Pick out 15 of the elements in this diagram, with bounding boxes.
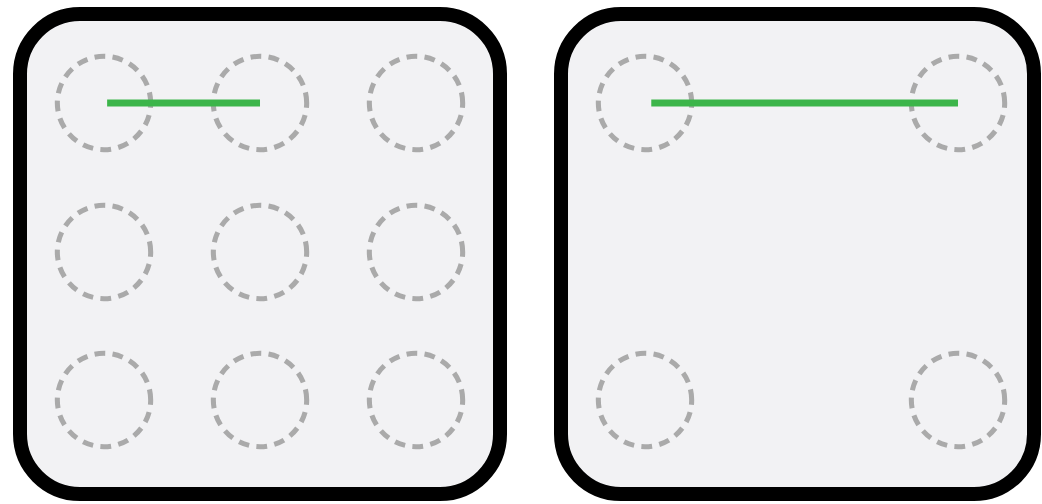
panel: [13, 7, 507, 501]
panel: [554, 7, 1041, 501]
dashed-circle: [210, 202, 310, 302]
dashed-circle: [54, 202, 154, 302]
dashed-circle: [908, 53, 1008, 153]
dashed-circle: [54, 53, 154, 153]
dashed-circle: [54, 350, 154, 450]
dashed-circle: [210, 350, 310, 450]
dashed-circle: [210, 53, 310, 153]
dashed-circle: [908, 350, 1008, 450]
dashed-circle: [595, 350, 695, 450]
dashed-circle: [366, 53, 466, 153]
dashed-circle: [595, 53, 695, 153]
dashed-circle: [366, 350, 466, 450]
dashed-circle: [366, 202, 466, 302]
